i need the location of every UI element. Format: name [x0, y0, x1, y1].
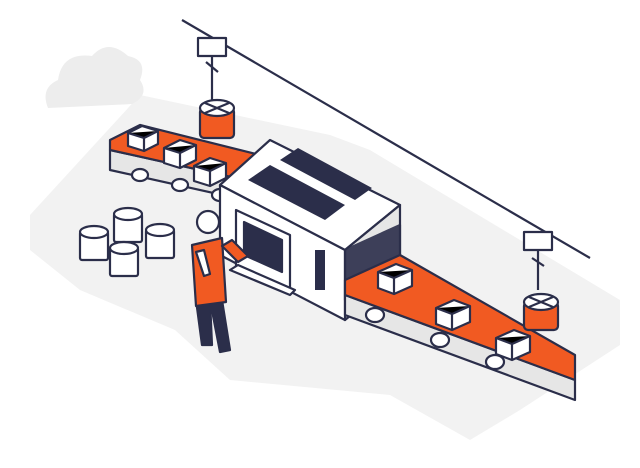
barrel-icon [78, 224, 110, 262]
cloud-icon [45, 47, 144, 108]
robot-arm-icon [196, 36, 236, 140]
box-icon [192, 156, 228, 188]
barrel-icon [108, 240, 140, 278]
box-icon [162, 138, 198, 170]
barrel-icon [112, 206, 144, 244]
worker-icon [190, 209, 250, 354]
box-icon [494, 328, 532, 362]
box-icon [376, 262, 414, 296]
box-icon [434, 298, 472, 332]
overhead-wire [181, 19, 591, 259]
barrel-icon [144, 222, 176, 260]
robot-arm-icon [522, 230, 560, 332]
box-icon [126, 124, 160, 153]
